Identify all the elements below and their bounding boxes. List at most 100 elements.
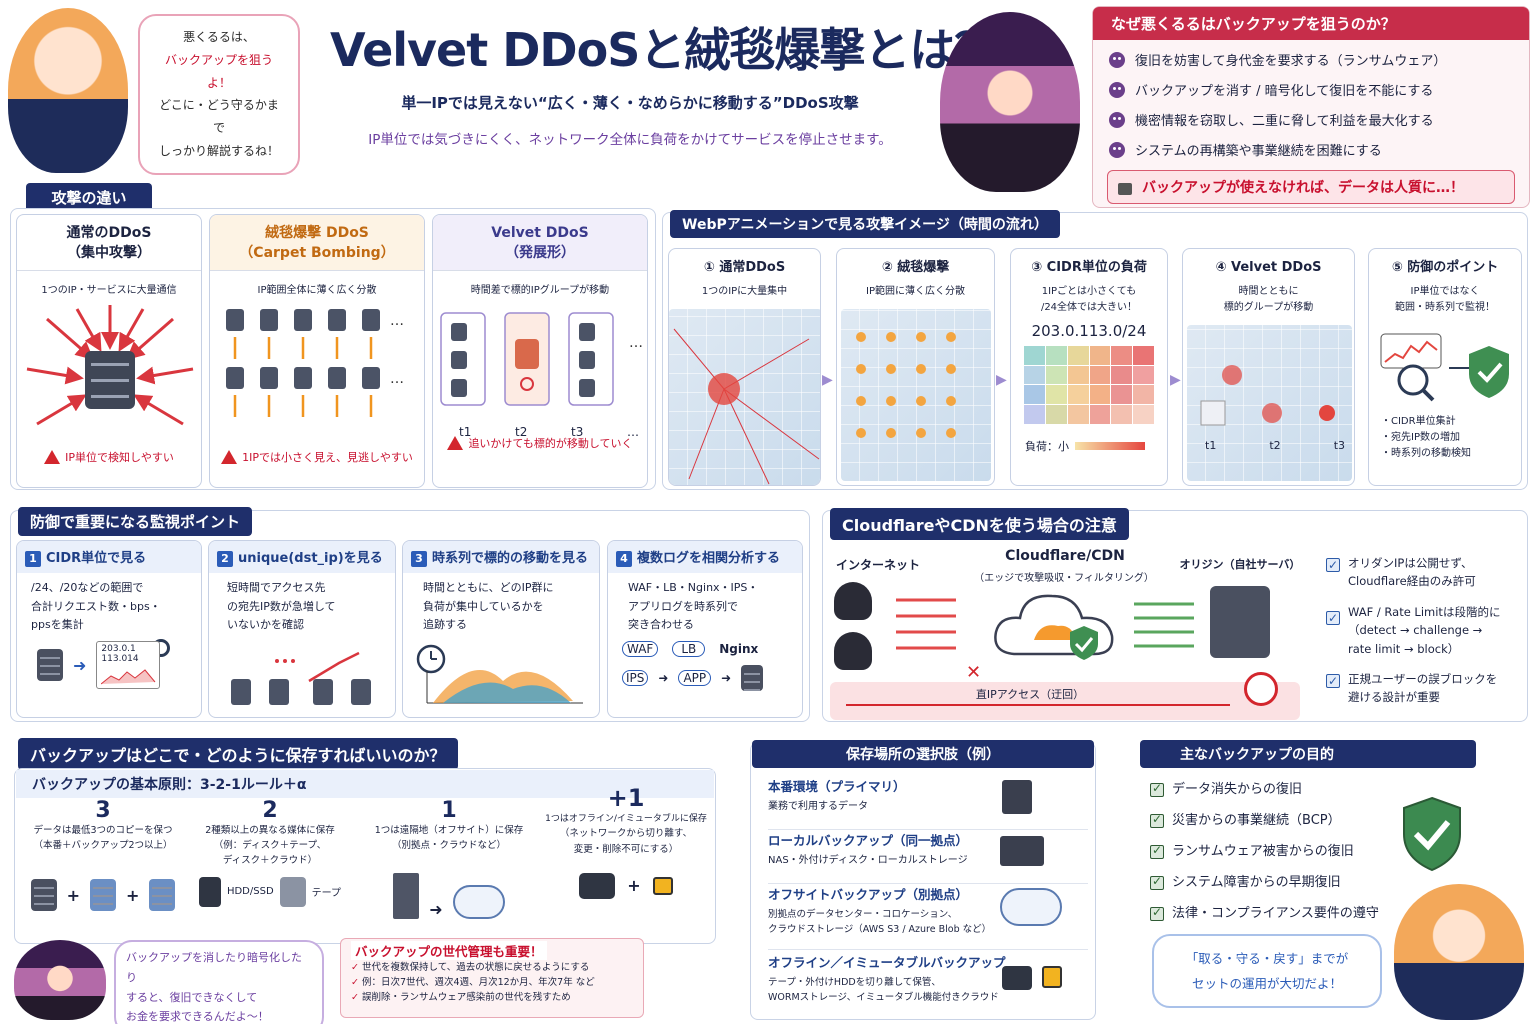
origin-server-icon [1210, 586, 1270, 658]
clock-icon [1244, 672, 1278, 706]
storage-item-local: ローカルバックアップ（同一拠点） NAS・外付けディスク・ローカルストレージ [768, 830, 1088, 884]
why-item: 復旧を妨害して身代金を要求する（ランサムウェア） [1109, 50, 1513, 69]
monitor-tag: 防御で重要になる監視ポイント [18, 507, 253, 536]
concentrated-attack-diagram [26, 305, 194, 426]
database-icon [149, 879, 176, 912]
checkbox-icon [1326, 556, 1340, 575]
warn-normal: IP単位で検知しやすい [17, 449, 201, 465]
webp-step-2: ② 絨毯爆撃 IP範囲に薄く広く分散 [836, 248, 995, 486]
log-waf: WAF [622, 641, 659, 658]
generation-box: バックアップの世代管理も重要！ ✓ 世代を複数保持して、過去の状態に戻せるように… [340, 938, 644, 1018]
why-backup-title: なぜ悪くるるはバックアップを狙うのか？ [1093, 7, 1529, 40]
check-icon [1150, 874, 1164, 890]
database-icon [37, 649, 63, 682]
why-backup-warning: バックアップが使えなければ、データは人質に…！ [1107, 170, 1515, 204]
speech-bubble-right: 「取る・守る・戻す」までがセットの運用が大切だよ！ [1152, 934, 1382, 1008]
why-item: バックアップを消す / 暗号化して復旧を不能にする [1109, 80, 1513, 99]
cloud-icon [452, 885, 505, 920]
lock-icon [1042, 966, 1062, 988]
database-icon [30, 879, 57, 912]
storage-item-offline: オフライン／イミュータブルバックアップ テープ・外付けHDDを切り離して保管、 … [768, 952, 1088, 1014]
speech-bubble-witch: バックアップを消したり暗号化したりすると、復旧できなくしてお金を要求できるんだよ… [114, 940, 324, 1024]
skull-icon [1109, 111, 1125, 128]
nas-icon [1000, 836, 1044, 866]
warning-icon [221, 450, 238, 464]
svg-text:…: … [390, 313, 404, 329]
monitor-shield-diagram [1380, 333, 1509, 402]
origin-label: オリジン（自社サーバ） [1179, 558, 1301, 571]
blocked-x-icon: ✕ [966, 662, 982, 683]
attack-diff-tag: 攻撃の違い [26, 183, 152, 212]
direct-ip-label: 直IPアクセス（迂回） [975, 688, 1085, 701]
card-normal-ddos: 通常のDDoS （集中攻撃） 1つのIP・サービスに大量通信 IP単位で検知しや… [16, 214, 202, 488]
log-lb: LB [672, 641, 706, 658]
warn-carpet: 1IPでは小さく見え、見逃しやすい [210, 449, 424, 465]
server-icon [1002, 780, 1032, 814]
shield-check-icon [1403, 796, 1461, 872]
webp-tag: WebPアニメーションで見る攻撃イメージ（時間の流れ） [670, 210, 1060, 238]
subtitle-1: 単一IPでは見えない“広く・薄く・なめらかに移動する”DDoS攻撃 [401, 94, 859, 112]
subtitle-2: IP単位では気づきにくく、ネットワーク全体に負荷をかけてサービスを停止させます。 [368, 132, 892, 148]
check-icon [1150, 781, 1164, 797]
purpose-tag: 主なバックアップの目的 [1140, 740, 1476, 768]
attack-arrows [896, 598, 956, 650]
tape-icon [279, 876, 306, 907]
webp-step-3: ③ CIDR単位の負荷 1IPごとは小さくても /24全体では大きい！ 203.… [1010, 248, 1168, 486]
purpose-list: データ消失からの復旧 災害からの事業継続（BCP） ランサムウェア被害からの復旧… [1150, 778, 1400, 921]
storage-tag: 保存場所の選択肢（例） [752, 740, 1094, 768]
character-girl-right [1394, 884, 1524, 1020]
storage-panel [750, 742, 1096, 1020]
webp-step-1: ① 通常DDoS 1つのIPに大量集中 [668, 248, 821, 486]
storage-item-primary: 本番環境（プライマリ） 業務で利用するデータ [768, 776, 1088, 830]
direct-ip-bar [830, 682, 1300, 720]
cloud-icon [994, 594, 1114, 660]
log-ips: IPS [622, 670, 649, 687]
arrow-icon: ▶ [996, 372, 1007, 388]
webp-step-5: ⑤ 防御のポイント IP単位ではなく 範囲・時系列で監視！ ・CIDR単位集計 … [1368, 248, 1522, 486]
carpet-bombing-diagram: …… [226, 309, 404, 417]
arrow-icon: ▶ [822, 372, 833, 388]
cdn-tag: CloudflareやCDNを使う場合の注意 [830, 508, 1129, 540]
dst-ip-growth-diagram [231, 651, 371, 706]
rule-1: 1 1つは遠隔地（オフサイト）に保存 （別拠点・クラウドなど） ➜ [374, 798, 524, 920]
log-nginx: Nginx [719, 642, 759, 657]
checkbox-icon [1326, 672, 1340, 691]
rule-plus1: +1 1つはオフライン/イミュータブルに保存 （ネットワークから切り離す、 変更… [540, 784, 712, 899]
skull-icon [1109, 51, 1125, 68]
storage-item-offsite: オフサイトバックアップ（別拠点） 別拠点のデータセンター・コロケーション、 クラ… [768, 884, 1088, 950]
map-image [1187, 325, 1352, 481]
why-item: システムの再構築や事業継続を困難にする [1109, 140, 1513, 159]
skull-icon [1109, 81, 1125, 98]
cdn-title: Cloudflare/CDN [1005, 548, 1125, 564]
map-image [669, 309, 820, 485]
cloud-icon [1000, 888, 1062, 926]
offline-drive-icon [1002, 966, 1032, 990]
cdn-checklist: オリダンIPは公開せず、Cloudflare経由のみ許可 WAF / Rate … [1326, 554, 1522, 707]
load-gradient [1075, 441, 1145, 450]
warning-icon [44, 450, 61, 464]
character-witch [940, 12, 1080, 192]
cidr-heatmap [1024, 345, 1154, 424]
lock-icon [652, 876, 673, 895]
card-carpet-bombing: 絨毯爆撃 DDoS （Carpet Bombing） IP範囲全体に薄く広く分散… [209, 214, 425, 488]
backup-tag: バックアップはどこで・どのように保存すればいいのか？ [18, 738, 458, 770]
log-sources: WAF LB Nginx IPS➜ APP➜ [608, 641, 802, 692]
rule-2: 2 2種類以上の異なる媒体に保存 （例：ディスク＋テープ、 ディスク＋クラウド）… [190, 798, 350, 907]
check-icon [1150, 812, 1164, 828]
cdn-subtitle: （エッジで攻撃吸収・フィルタリング） [974, 573, 1154, 584]
log-app: APP [678, 670, 712, 687]
warning-icon [447, 436, 464, 450]
clean-traffic-arrows [1134, 602, 1194, 648]
hacker-icon [834, 582, 872, 620]
direct-ip-line [846, 704, 1230, 706]
building-icon [393, 873, 420, 920]
rule-title: バックアップの基本原則：3-2-1ルール＋α [16, 770, 714, 798]
arrow-icon: ▶ [1170, 372, 1181, 388]
